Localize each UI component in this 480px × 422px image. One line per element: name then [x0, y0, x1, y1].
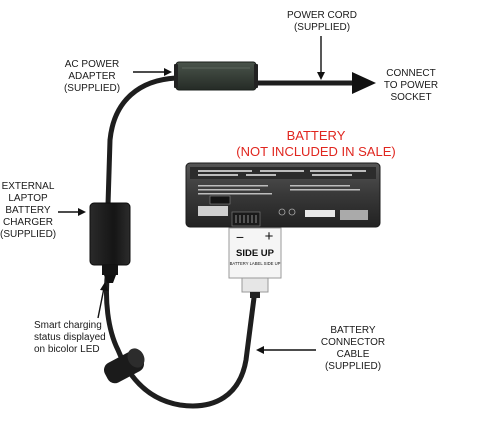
ac-adapter	[174, 61, 258, 91]
external-charger	[89, 202, 131, 283]
adapter-to-charger-cable	[105, 75, 179, 208]
label-connect-line-2: TO POWER	[383, 80, 439, 91]
label-charger: EXTERNAL LAPTOP BATTERY CHARGER (SUPPLIE…	[0, 181, 56, 241]
label-connect-line-1: CONNECT	[386, 68, 436, 79]
label-power-cord-line-1: POWER CORD	[287, 10, 357, 21]
label-power-cord-line-2: (SUPPLIED)	[293, 22, 351, 33]
label-cable-line-3: CABLE	[336, 349, 370, 360]
battery-pack	[185, 162, 381, 228]
label-connect-line-3: SOCKET	[390, 92, 432, 103]
label-charger-line-2: LAPTOP	[8, 193, 48, 204]
label-ac-adapter-line-1: AC POWER	[64, 59, 120, 70]
label-battery-line-1: BATTERY	[286, 128, 346, 143]
ferrite-bead	[103, 348, 145, 384]
label-ac-adapter-line-2: ADAPTER	[68, 71, 116, 82]
label-cable-line-1: BATTERY	[330, 325, 376, 336]
label-charger-line-3: BATTERY	[5, 205, 51, 216]
label-cable-line-4: (SUPPLIED)	[324, 361, 382, 372]
label-led-line-2: status displayed	[34, 332, 106, 343]
label-charger-line-4: CHARGER	[2, 217, 53, 228]
connector-side-up: SIDE UP	[235, 248, 274, 259]
pointer-led	[97, 287, 105, 319]
label-led-line-1: Smart charging	[34, 320, 102, 331]
connector-fine-print: BATTERY LABEL SIDE UP	[229, 261, 281, 266]
label-cable: BATTERY CONNECTOR CABLE (SUPPLIED)	[318, 325, 388, 373]
label-battery-line-2: (NOT INCLUDED IN SALE)	[236, 144, 396, 159]
label-charger-line-5: (SUPPLIED)	[0, 229, 57, 240]
label-battery: BATTERY (NOT INCLUDED IN SALE)	[226, 128, 406, 160]
label-power-cord: POWER CORD (SUPPLIED)	[286, 10, 358, 34]
connector-minus: −	[235, 229, 245, 245]
label-ac-adapter-line-3: (SUPPLIED)	[63, 83, 121, 94]
battery-connector-cable	[104, 265, 258, 409]
label-led-line-3: on bicolor LED	[34, 344, 100, 355]
label-cable-line-2: CONNECTOR	[320, 337, 386, 348]
connector-plus: +	[264, 228, 274, 245]
power-cord-arrowhead	[352, 72, 376, 94]
label-led: Smart charging status displayed on bicol…	[34, 320, 124, 356]
label-charger-line-1: EXTERNAL	[1, 181, 55, 192]
label-ac-adapter: AC POWER ADAPTER (SUPPLIED)	[52, 59, 132, 95]
label-connect-socket: CONNECT TO POWER SOCKET	[378, 68, 444, 104]
battery-connector	[228, 227, 282, 298]
